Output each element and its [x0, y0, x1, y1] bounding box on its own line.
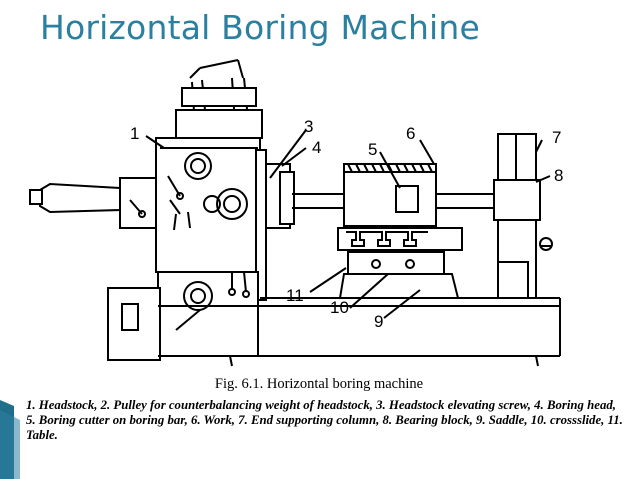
figure-legend: 1. Headstock, 2. Pulley for counterbalan…: [26, 398, 623, 442]
callout-11: 11: [286, 286, 304, 305]
callout-8: 8: [554, 166, 564, 185]
figure-caption: Fig. 6.1. Horizontal boring machine: [214, 376, 424, 392]
callout-5: 5: [368, 140, 378, 159]
side-accent-decoration: [0, 400, 20, 479]
callout-6: 6: [406, 124, 416, 143]
slide-title: Horizontal Boring Machine: [40, 8, 481, 47]
callout-3: 3: [304, 117, 314, 136]
callout-10: 10: [330, 298, 349, 317]
callout-4: 4: [312, 138, 322, 157]
callout-1: 1: [130, 124, 140, 143]
callout-7: 7: [552, 128, 562, 147]
boring-machine-drawing: [29, 59, 561, 367]
callout-9: 9: [374, 312, 384, 331]
